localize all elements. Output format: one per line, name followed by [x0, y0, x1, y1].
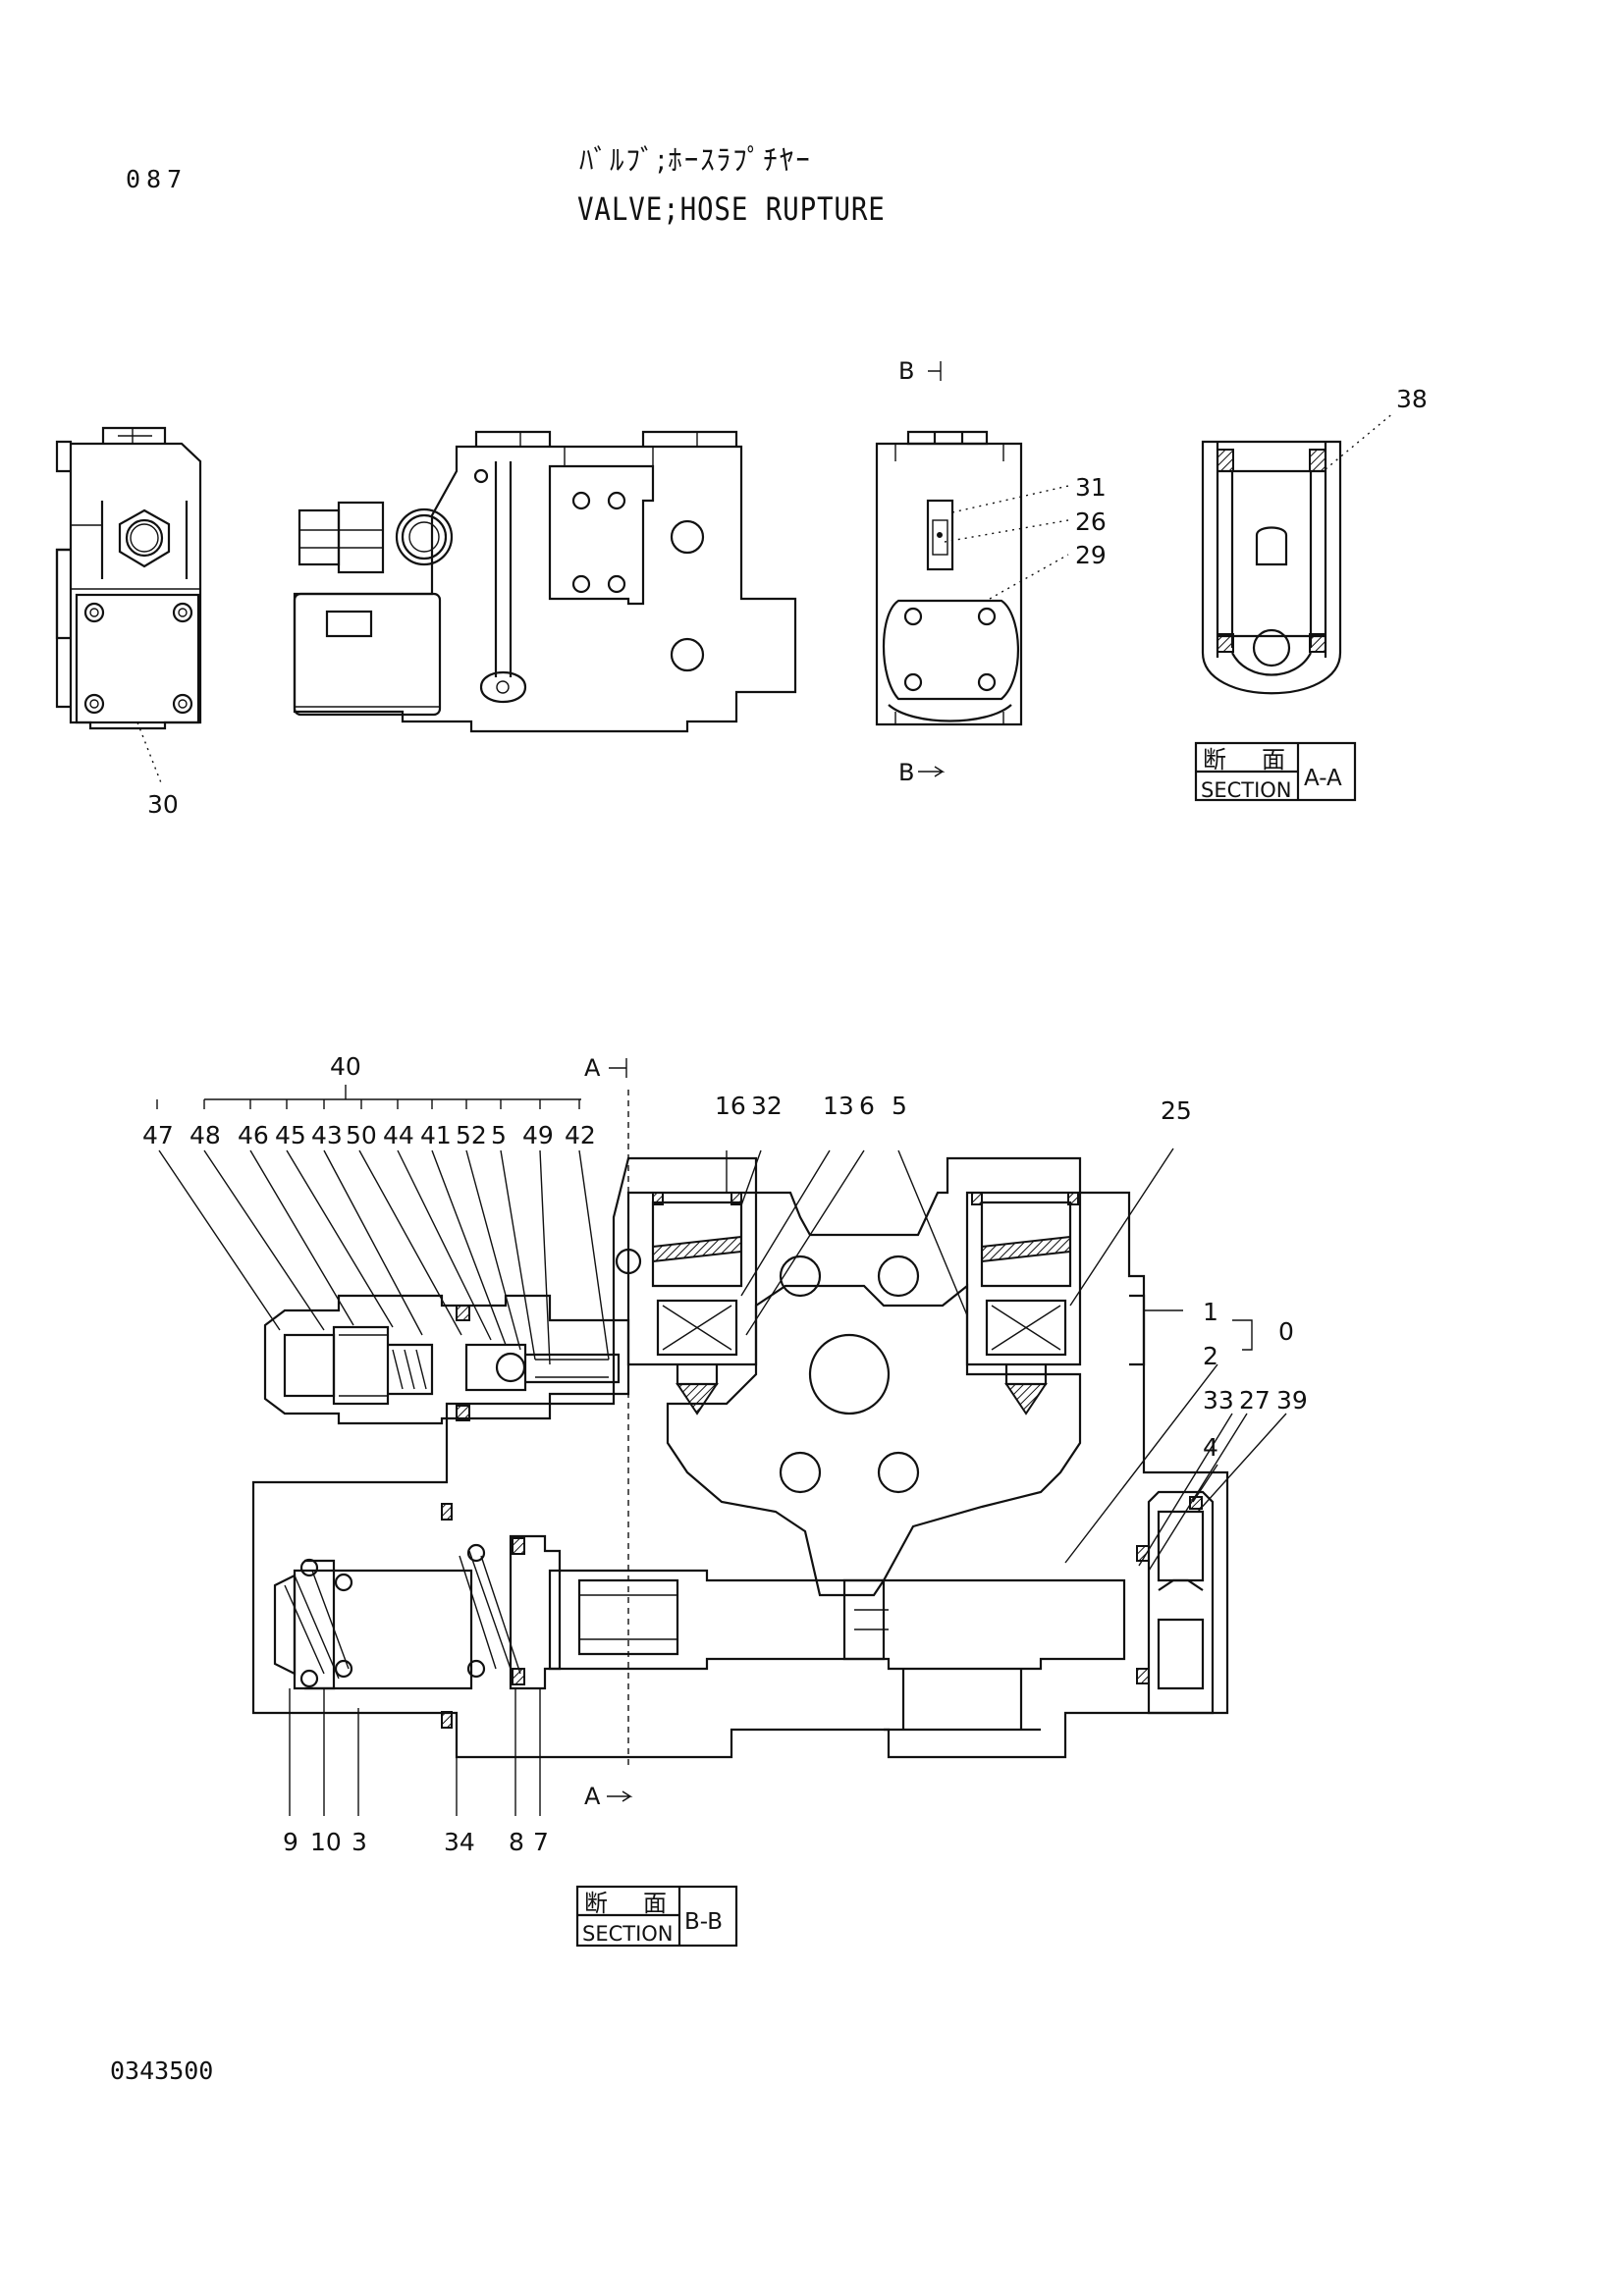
callout-47: 47 — [142, 1121, 174, 1149]
callout-7: 7 — [533, 1828, 549, 1856]
section-bb-id: B-B — [684, 1909, 723, 1935]
section-bb-kanji-2: 面 — [643, 1890, 667, 1917]
section-aa-view — [1194, 411, 1395, 802]
title-english: VALVE;HOSE RUPTURE — [577, 190, 886, 228]
callout-10: 10 — [310, 1828, 342, 1856]
section-aa-kanji-2: 面 — [1262, 746, 1285, 774]
callout-1: 1 — [1203, 1298, 1218, 1326]
callout-44: 44 — [383, 1121, 414, 1149]
callout-34: 34 — [444, 1828, 475, 1856]
callout-9: 9 — [283, 1828, 298, 1856]
callout-50: 50 — [346, 1121, 377, 1149]
drawing-code: 0343500 — [110, 2056, 214, 2085]
section-label-bb: 断 面 SECTION B-B — [582, 1890, 723, 1946]
marker-b-top: B — [898, 357, 914, 385]
marker-a-top: A — [584, 1054, 601, 1082]
section-aa-kanji-1: 断 — [1203, 746, 1226, 774]
callout-26: 26 — [1075, 507, 1107, 536]
callout-42: 42 — [565, 1121, 596, 1149]
side-view-left — [55, 426, 202, 786]
callout-45: 45 — [275, 1121, 306, 1149]
callout-4: 4 — [1203, 1433, 1218, 1462]
callout-43: 43 — [311, 1121, 343, 1149]
callout-39: 39 — [1276, 1386, 1308, 1415]
marker-b-bottom: B — [898, 759, 914, 786]
callout-41: 41 — [420, 1121, 452, 1149]
title-japanese: ﾊﾞﾙﾌﾞ;ﾎｰｽﾗﾌﾟﾁﾔｰ — [579, 143, 812, 177]
callout-ticks — [156, 1085, 581, 1109]
callout-32: 32 — [751, 1092, 783, 1120]
section-bb-kanji-1: 断 — [584, 1890, 608, 1917]
section-label-aa: 断 面 SECTION A-A — [1201, 746, 1342, 802]
section-aa-id: A-A — [1304, 766, 1342, 791]
front-view — [293, 430, 797, 733]
callout-29: 29 — [1075, 541, 1107, 569]
callout-40: 40 — [330, 1052, 361, 1081]
callout-13: 13 — [823, 1092, 854, 1120]
callout-38: 38 — [1396, 385, 1428, 413]
section-aa-word: SECTION — [1201, 778, 1292, 802]
callout-3: 3 — [352, 1828, 367, 1856]
callout-6: 6 — [859, 1092, 875, 1120]
callout-8: 8 — [509, 1828, 524, 1856]
end-view — [875, 361, 1069, 777]
callout-33: 33 — [1203, 1386, 1234, 1415]
section-bb-view — [156, 1058, 1287, 1948]
marker-a-bottom: A — [584, 1783, 601, 1810]
callout-2: 2 — [1203, 1342, 1218, 1370]
section-bb-word: SECTION — [582, 1922, 674, 1946]
callout-31: 31 — [1075, 473, 1107, 502]
callout-49: 49 — [522, 1121, 554, 1149]
callout-5: 5 — [892, 1092, 907, 1120]
page-number: 087 — [126, 165, 189, 193]
callout-48: 48 — [189, 1121, 221, 1149]
callout-16: 16 — [715, 1092, 746, 1120]
callout-25: 25 — [1161, 1096, 1192, 1125]
callout-labels: 30 31 26 29 38 40 47 48 46 45 43 50 44 4… — [142, 385, 1428, 1856]
callout-46: 46 — [238, 1121, 269, 1149]
callout-51: 5 — [491, 1121, 507, 1149]
section-markers: B B A A — [584, 357, 914, 1810]
callout-27: 27 — [1239, 1386, 1271, 1415]
callout-0: 0 — [1278, 1317, 1294, 1346]
callout-52: 52 — [456, 1121, 487, 1149]
callout-30: 30 — [147, 790, 179, 819]
